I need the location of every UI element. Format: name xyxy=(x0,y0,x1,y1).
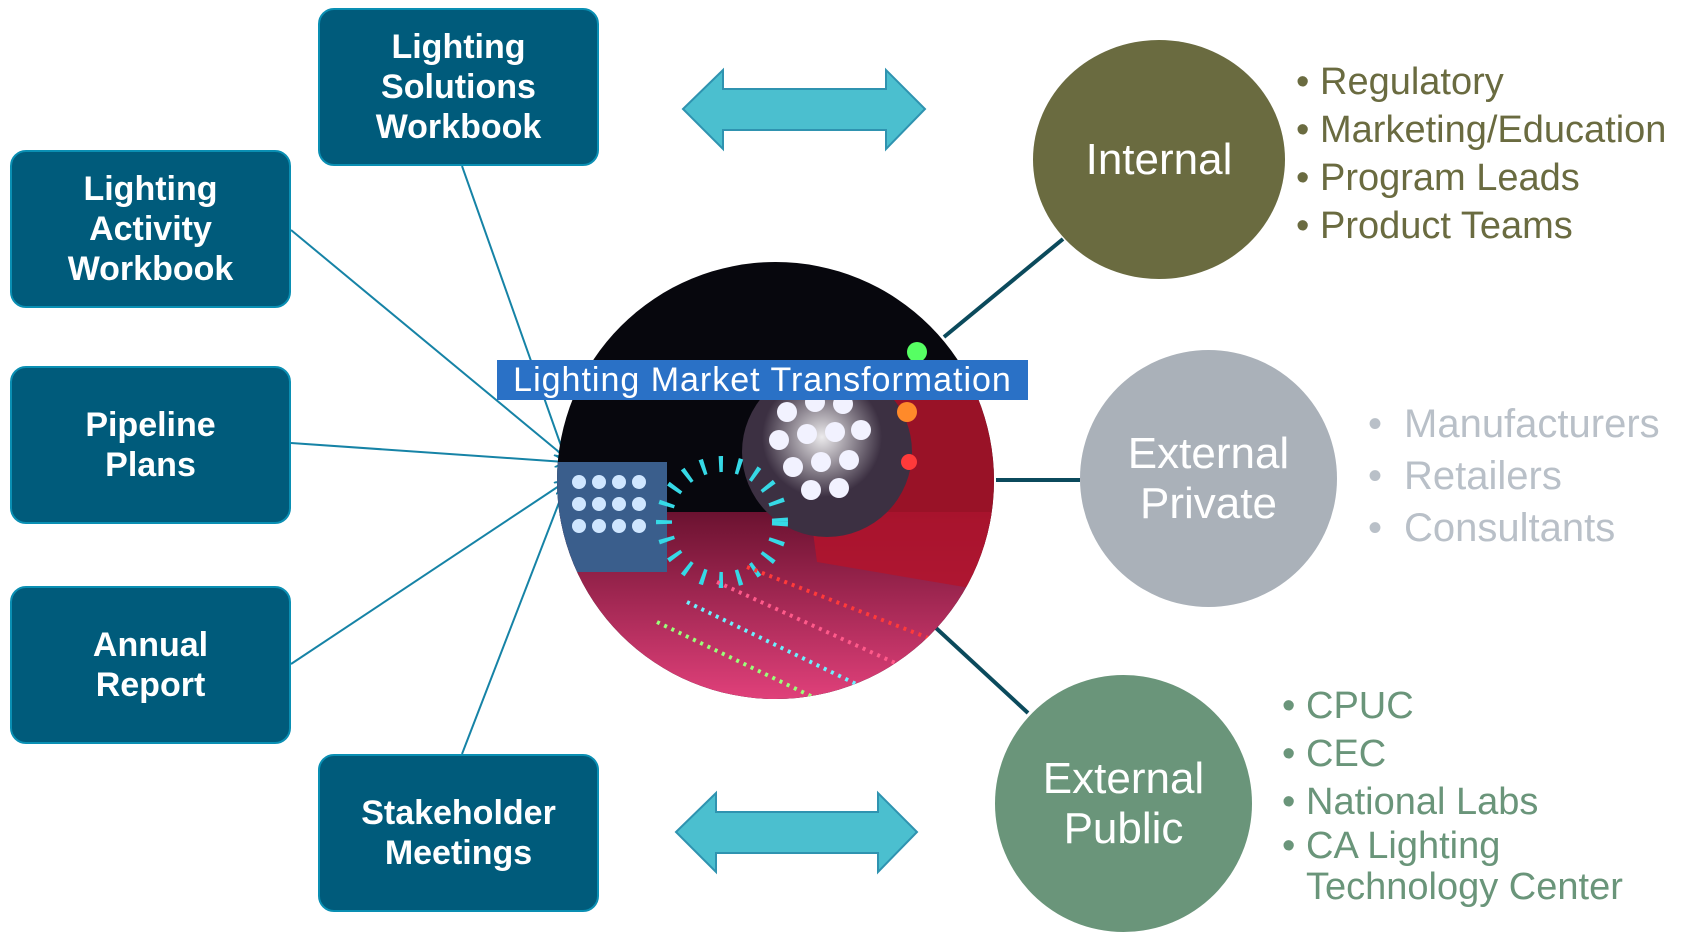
box-label-line: Workbook xyxy=(67,250,234,288)
box-label-line: Plans xyxy=(105,446,196,484)
member-item: Regulatory xyxy=(1296,58,1676,106)
member-text: Program Leads xyxy=(1320,157,1580,199)
source-arrow xyxy=(290,229,565,457)
box-label-line: Lighting xyxy=(391,28,526,66)
source-arrow xyxy=(461,487,565,755)
source-arrow xyxy=(461,165,565,457)
member-item: Product Teams xyxy=(1296,202,1676,250)
double-headed-arrow-icon xyxy=(681,67,927,152)
annual-report-box: Annual Report xyxy=(10,586,291,744)
external-public-member-list: CPUC CEC National Labs CA Lighting Techn… xyxy=(1282,682,1682,908)
source-arrow xyxy=(290,442,565,462)
group-label-line: Internal xyxy=(1085,134,1233,184)
box-label-line: Pipeline xyxy=(85,406,216,444)
member-text: Marketing/Education xyxy=(1320,109,1667,151)
box-label-line: Solutions xyxy=(381,68,536,106)
group-label-line: Public xyxy=(1063,803,1184,853)
source-arrow xyxy=(290,482,565,665)
group-label-line: External xyxy=(1127,428,1290,478)
internal-member-list: Regulatory Marketing/Education Program L… xyxy=(1296,58,1676,250)
member-text: CPUC xyxy=(1306,685,1414,727)
member-item: National Labs xyxy=(1282,778,1682,826)
lighting-activity-workbook-box: Lighting Activity Workbook xyxy=(10,150,291,308)
box-label-line: Meetings xyxy=(384,834,533,872)
lighting-solutions-workbook-box: Lighting Solutions Workbook xyxy=(318,8,599,166)
stakeholder-meetings-box: Stakeholder Meetings xyxy=(318,754,599,912)
member-text: CEC xyxy=(1306,733,1387,775)
external-private-member-list: Manufacturers Retailers Consultants xyxy=(1368,398,1678,554)
box-label-line: Lighting xyxy=(83,170,218,208)
connector-line xyxy=(942,237,1065,339)
led-lighting-photo xyxy=(557,262,994,699)
member-text: Manufacturers xyxy=(1404,402,1660,446)
box-label-line: Report xyxy=(95,666,206,704)
member-item: CPUC xyxy=(1282,682,1682,730)
box-label-line: Annual xyxy=(92,626,209,664)
member-item: Consultants xyxy=(1368,502,1678,554)
box-label-line: Workbook xyxy=(375,108,542,146)
box-label-line: Stakeholder xyxy=(361,794,556,832)
external-private-group-circle: External Private xyxy=(1080,350,1337,607)
member-item: CA Lighting Technology Center xyxy=(1282,826,1682,908)
member-text: Consultants xyxy=(1404,506,1616,550)
member-text: Retailers xyxy=(1404,454,1562,498)
group-label-line: External xyxy=(1042,753,1205,803)
internal-group-circle: Internal xyxy=(1033,40,1285,279)
member-item: Manufacturers xyxy=(1368,398,1678,450)
member-text: National Labs xyxy=(1306,781,1539,823)
member-item: Marketing/Education xyxy=(1296,106,1676,154)
member-text: Regulatory xyxy=(1320,61,1504,103)
box-label-line: Activity xyxy=(89,210,212,248)
member-item: CEC xyxy=(1282,730,1682,778)
pipeline-plans-box: Pipeline Plans xyxy=(10,366,291,524)
member-item: Program Leads xyxy=(1296,154,1676,202)
group-label-line: Private xyxy=(1140,478,1277,528)
member-text: Product Teams xyxy=(1320,205,1573,247)
member-text: CA Lighting xyxy=(1306,825,1501,867)
member-item: Retailers xyxy=(1368,450,1678,502)
hub-title: Lighting Market Transformation xyxy=(497,360,1028,400)
double-headed-arrow-icon xyxy=(674,790,919,875)
external-public-group-circle: External Public xyxy=(995,675,1252,932)
member-text: Technology Center xyxy=(1306,866,1623,908)
connector-line xyxy=(934,626,1030,715)
